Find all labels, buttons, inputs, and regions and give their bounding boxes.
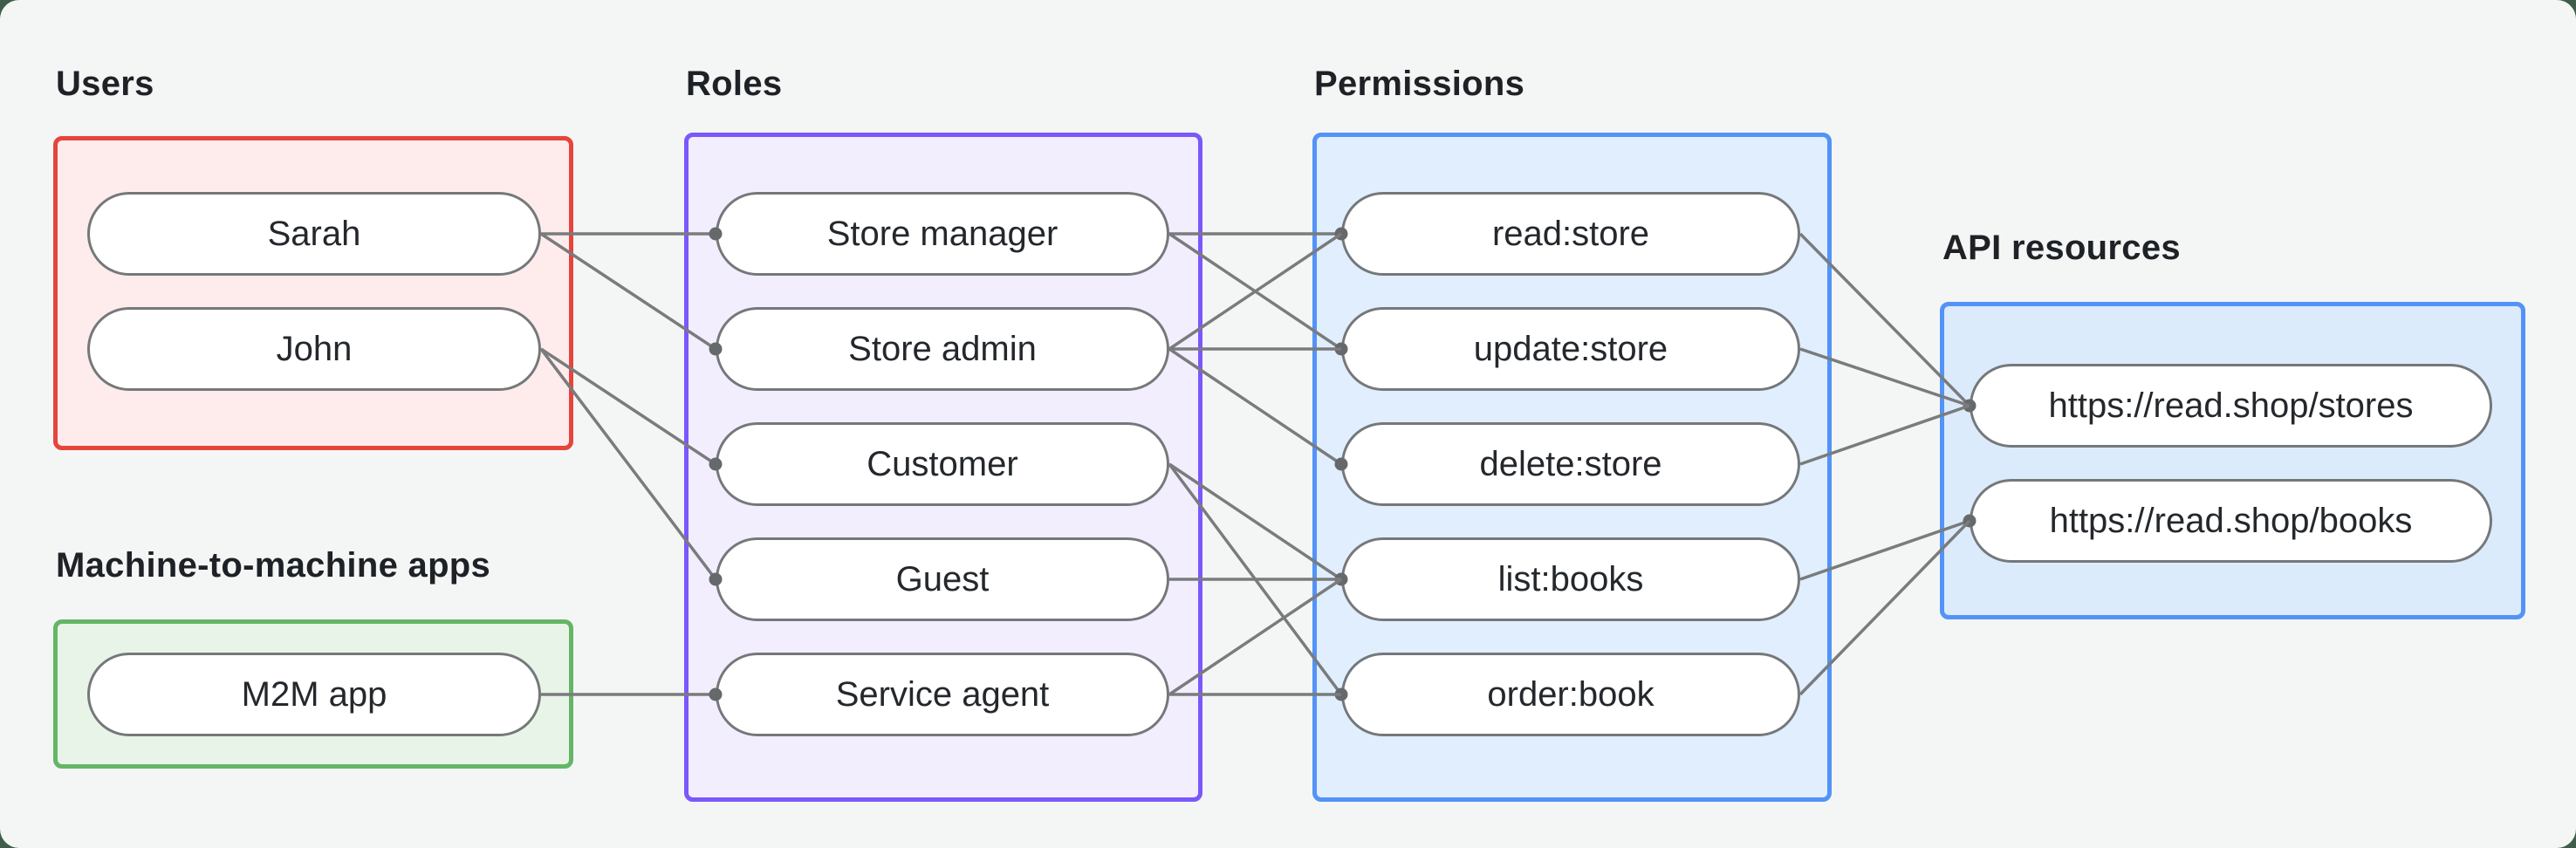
node-user-john: John: [87, 307, 541, 391]
m2m-apps-group-title: Machine-to-machine apps: [56, 546, 491, 585]
node-permission-read-store-label: read:store: [1491, 215, 1650, 253]
permissions-group-title: Permissions: [1314, 65, 1525, 103]
node-role-store-manager-label: Store manager: [826, 215, 1058, 253]
node-user-john-label: John: [276, 330, 353, 368]
node-m2m-app-label: M2M app: [241, 675, 387, 714]
users-group-title: Users: [56, 65, 154, 103]
node-api-resource-books: https://read.shop/books: [1970, 479, 2492, 563]
node-user-sarah: Sarah: [87, 192, 541, 276]
node-role-store-admin: Store admin: [716, 307, 1169, 391]
node-api-resource-books-label: https://read.shop/books: [2049, 502, 2413, 540]
roles-group-title: Roles: [686, 65, 783, 103]
api-resources-group-title: API resources: [1942, 229, 2181, 267]
node-role-store-manager: Store manager: [716, 192, 1169, 276]
api-resources-group-box: [1940, 302, 2525, 619]
node-role-guest-label: Guest: [895, 560, 990, 598]
node-permission-order-book-label: order:book: [1487, 675, 1655, 714]
node-permission-list-books: list:books: [1341, 537, 1800, 621]
node-user-sarah-label: Sarah: [267, 215, 361, 253]
node-role-customer: Customer: [716, 422, 1169, 506]
node-role-customer-label: Customer: [867, 445, 1018, 483]
node-m2m-app: M2M app: [87, 653, 541, 736]
node-permission-read-store: read:store: [1341, 192, 1800, 276]
node-api-resource-stores-label: https://read.shop/stores: [2048, 386, 2414, 425]
node-role-store-admin-label: Store admin: [848, 330, 1037, 368]
node-role-guest: Guest: [716, 537, 1169, 621]
node-permission-update-store: update:store: [1341, 307, 1800, 391]
node-permission-delete-store: delete:store: [1341, 422, 1800, 506]
users-group-box: [53, 136, 573, 450]
node-role-service-agent: Service agent: [716, 653, 1169, 736]
node-permission-order-book: order:book: [1341, 653, 1800, 736]
node-permission-list-books-label: list:books: [1497, 560, 1644, 598]
node-permission-update-store-label: update:store: [1473, 330, 1668, 368]
node-permission-delete-store-label: delete:store: [1479, 445, 1662, 483]
node-role-service-agent-label: Service agent: [835, 675, 1050, 714]
node-api-resource-stores: https://read.shop/stores: [1970, 364, 2492, 448]
